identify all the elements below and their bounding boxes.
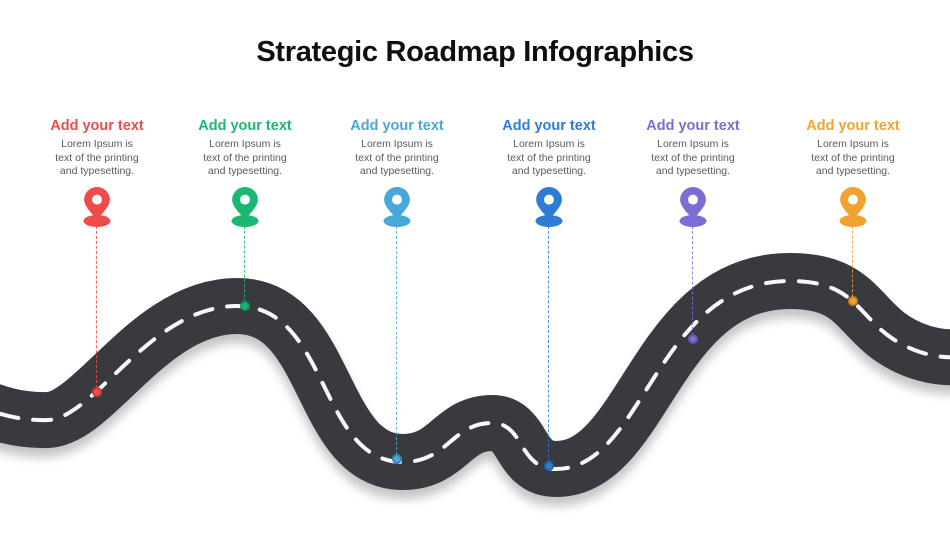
location-pin-icon [331, 186, 463, 228]
road-dot [92, 387, 102, 397]
location-pin-icon [31, 186, 163, 228]
milestone-description-line: and typesetting. [59, 165, 135, 177]
milestone-heading: Add your text [50, 118, 144, 134]
connector-line [548, 226, 549, 462]
milestone-description-line: Lorem Ipsum is [361, 138, 433, 150]
milestone-description-line: and typesetting. [815, 165, 891, 177]
slide-title: Strategic Roadmap Infographics [256, 36, 694, 68]
connector-line [244, 226, 245, 302]
milestone-heading: Add your text [502, 118, 596, 134]
milestone-description-line: Lorem Ipsum is [61, 138, 133, 150]
milestone-description-line: and typesetting. [207, 165, 283, 177]
milestone-description-line: text of the printing [811, 151, 895, 164]
location-pin-icon [787, 186, 919, 228]
location-pin-icon [627, 186, 759, 228]
milestone-heading: Add your text [806, 118, 900, 134]
milestone-description-line: text of the printing [507, 151, 591, 164]
connector-line [852, 226, 853, 297]
road-dot [688, 334, 698, 344]
location-pin-icon [179, 186, 311, 228]
road-center-line [0, 278, 950, 472]
milestone-description-line: Lorem Ipsum is [209, 138, 281, 150]
milestone-description-line: text of the printing [203, 151, 287, 164]
road-surface [0, 252, 950, 498]
milestone-description-line: and typesetting. [511, 165, 587, 177]
milestone-description-line: text of the printing [651, 151, 735, 164]
milestone-description-line: Lorem Ipsum is [817, 138, 889, 150]
milestone-heading: Add your text [350, 118, 444, 134]
milestone-heading: Add your text [198, 118, 292, 134]
connector-line [692, 226, 693, 335]
connector-line [396, 226, 397, 455]
connector-line [96, 226, 97, 388]
milestone-description-line: and typesetting. [655, 165, 731, 177]
road-dot [544, 461, 554, 471]
road-dot [240, 301, 250, 311]
milestone-description-line: Lorem Ipsum is [513, 138, 585, 150]
road-dot [848, 296, 858, 306]
milestone-description-line: text of the printing [55, 151, 139, 164]
milestone-description-line: and typesetting. [359, 165, 435, 177]
milestone-description-line: Lorem Ipsum is [657, 138, 729, 150]
road-dot [392, 454, 402, 464]
milestone-description-line: text of the printing [355, 151, 439, 164]
milestone-heading: Add your text [646, 118, 740, 134]
location-pin-icon [483, 186, 615, 228]
